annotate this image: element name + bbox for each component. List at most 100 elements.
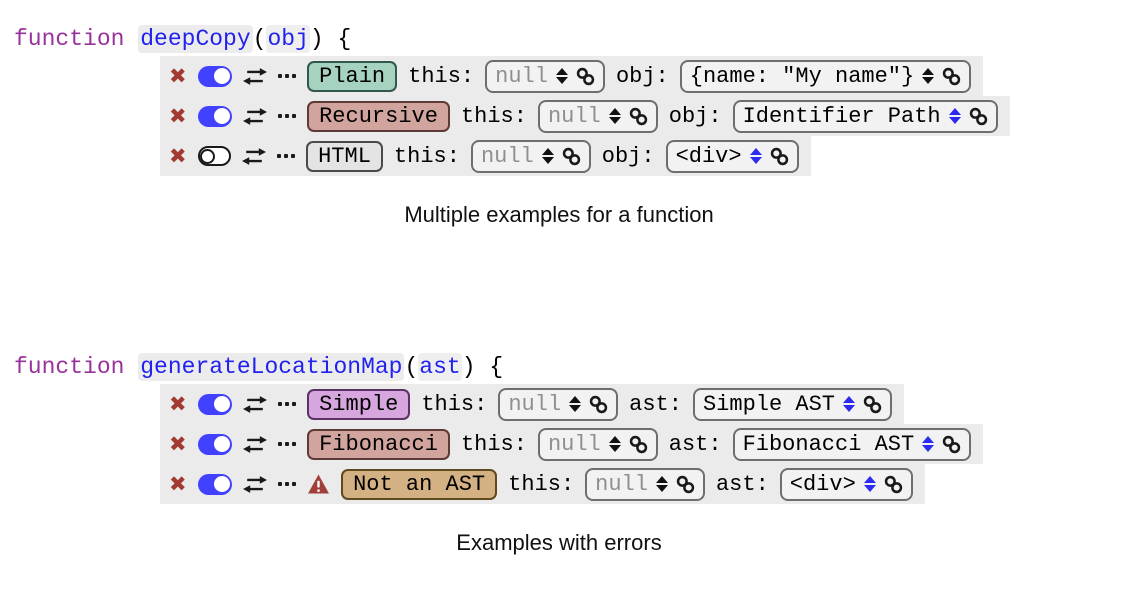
function-example-block: function deepCopy(obj) { ✖ Plain this: n… bbox=[14, 24, 1147, 228]
toggle-example-switch[interactable] bbox=[197, 473, 232, 495]
argument-value-box[interactable]: {name: "My name"} bbox=[679, 59, 972, 93]
example-name-badge[interactable]: Plain bbox=[307, 60, 398, 92]
param-name[interactable]: obj bbox=[266, 25, 310, 53]
paren-open: ( bbox=[252, 26, 267, 52]
delete-example-icon[interactable]: ✖ bbox=[169, 431, 187, 456]
this-value-box[interactable]: null bbox=[498, 387, 619, 421]
more-options-icon[interactable] bbox=[277, 73, 297, 79]
more-options-icon[interactable] bbox=[277, 113, 297, 119]
chain-link-icon[interactable] bbox=[942, 435, 961, 454]
argument-label: ast: bbox=[668, 431, 722, 457]
toggle-knob bbox=[213, 476, 230, 492]
stepper-icon[interactable] bbox=[922, 67, 935, 85]
this-label: this: bbox=[460, 431, 527, 457]
argument-value-box[interactable]: Simple AST bbox=[692, 387, 892, 421]
function-name[interactable]: deepCopy bbox=[138, 25, 253, 53]
chain-link-icon[interactable] bbox=[676, 475, 695, 494]
swap-arrows-icon[interactable] bbox=[242, 475, 267, 493]
argument-value: {name: "My name"} bbox=[689, 63, 915, 89]
this-value: null bbox=[480, 143, 534, 169]
chain-link-icon[interactable] bbox=[576, 67, 595, 86]
delete-example-icon[interactable]: ✖ bbox=[169, 391, 187, 416]
toggle-example-switch[interactable] bbox=[197, 105, 232, 127]
chain-link-icon[interactable] bbox=[770, 147, 789, 166]
this-value: null bbox=[547, 431, 601, 457]
stepper-icon[interactable] bbox=[655, 475, 668, 493]
example-rows: ✖ Plain this: null obj: {name: "My name"… bbox=[160, 56, 1147, 176]
this-value: null bbox=[595, 471, 648, 497]
this-value-box[interactable]: null bbox=[537, 99, 658, 133]
delete-example-icon[interactable]: ✖ bbox=[169, 103, 187, 128]
this-value-box[interactable]: null bbox=[537, 427, 658, 461]
argument-label: obj: bbox=[601, 143, 655, 169]
editor-canvas: function deepCopy(obj) { ✖ Plain this: n… bbox=[14, 24, 1147, 556]
example-row: ✖ Recursive this: null obj: Identifier P… bbox=[160, 96, 1010, 136]
argument-value-box[interactable]: <div> bbox=[665, 139, 799, 173]
argument-value: Simple AST bbox=[702, 391, 835, 417]
this-value-box[interactable]: null bbox=[485, 59, 605, 93]
more-options-icon[interactable] bbox=[277, 401, 297, 407]
toggle-example-switch[interactable] bbox=[197, 65, 232, 87]
example-name-badge[interactable]: HTML bbox=[306, 140, 383, 172]
delete-example-icon[interactable]: ✖ bbox=[169, 471, 187, 496]
chain-link-icon[interactable] bbox=[863, 395, 882, 414]
toggle-example-switch[interactable] bbox=[197, 393, 232, 415]
stepper-icon[interactable] bbox=[749, 147, 762, 165]
swap-arrows-icon[interactable] bbox=[242, 395, 267, 413]
param-name[interactable]: ast bbox=[418, 353, 462, 381]
argument-value-box[interactable]: Fibonacci AST bbox=[732, 427, 972, 461]
toggle-knob bbox=[213, 396, 230, 412]
stepper-icon[interactable] bbox=[948, 107, 961, 125]
example-name-badge[interactable]: Not an AST bbox=[341, 468, 498, 500]
stepper-icon[interactable] bbox=[922, 435, 935, 453]
stepper-icon[interactable] bbox=[863, 475, 876, 493]
toggle-knob bbox=[213, 108, 230, 124]
this-label: this: bbox=[508, 471, 575, 497]
stepper-icon[interactable] bbox=[608, 107, 621, 125]
stepper-icon[interactable] bbox=[608, 435, 621, 453]
toggle-knob bbox=[200, 148, 216, 164]
error-warning-icon[interactable] bbox=[307, 474, 330, 494]
toggle-example-switch[interactable] bbox=[197, 146, 231, 166]
chain-link-icon[interactable] bbox=[884, 475, 903, 494]
function-example-block: function generateLocationMap(ast) { ✖ Si… bbox=[14, 352, 1147, 556]
swap-arrows-icon[interactable] bbox=[242, 435, 267, 453]
function-name[interactable]: generateLocationMap bbox=[138, 353, 405, 381]
this-value: null bbox=[508, 391, 562, 417]
argument-value-box[interactable]: Identifier Path bbox=[732, 99, 998, 133]
stepper-icon[interactable] bbox=[843, 395, 855, 413]
argument-value: <div> bbox=[789, 471, 856, 497]
chain-link-icon[interactable] bbox=[942, 67, 961, 86]
swap-arrows-icon[interactable] bbox=[242, 67, 267, 85]
delete-example-icon[interactable]: ✖ bbox=[169, 143, 187, 168]
example-name-badge[interactable]: Simple bbox=[307, 388, 411, 420]
chain-link-icon[interactable] bbox=[969, 107, 988, 126]
stepper-icon[interactable] bbox=[569, 395, 582, 413]
example-name-badge[interactable]: Fibonacci bbox=[307, 428, 450, 460]
this-value-box[interactable]: null bbox=[470, 139, 591, 173]
stepper-icon[interactable] bbox=[555, 67, 568, 85]
example-rows: ✖ Simple this: null ast: Simple AST ✖ Fi… bbox=[160, 384, 1147, 504]
chain-link-icon[interactable] bbox=[562, 147, 581, 166]
more-options-icon[interactable] bbox=[277, 441, 297, 447]
this-label: this: bbox=[421, 391, 488, 417]
argument-value: <div> bbox=[675, 143, 742, 169]
more-options-icon[interactable] bbox=[277, 481, 297, 487]
argument-value-box[interactable]: <div> bbox=[779, 467, 913, 501]
stepper-icon[interactable] bbox=[541, 147, 554, 165]
example-name-badge[interactable]: Recursive bbox=[307, 100, 450, 132]
chain-link-icon[interactable] bbox=[589, 395, 608, 414]
swap-arrows-icon[interactable] bbox=[242, 107, 267, 125]
swap-arrows-icon[interactable] bbox=[241, 147, 266, 165]
keyword-function: function bbox=[14, 354, 125, 380]
chain-link-icon[interactable] bbox=[629, 435, 648, 454]
delete-example-icon[interactable]: ✖ bbox=[169, 63, 187, 88]
chain-link-icon[interactable] bbox=[629, 107, 648, 126]
this-label: this: bbox=[393, 143, 460, 169]
this-value: null bbox=[495, 63, 548, 89]
more-options-icon[interactable] bbox=[276, 153, 296, 159]
example-row: ✖ Not an AST this: null ast: <div> bbox=[160, 464, 925, 504]
toggle-knob bbox=[213, 68, 230, 84]
toggle-example-switch[interactable] bbox=[197, 433, 232, 455]
this-value-box[interactable]: null bbox=[585, 467, 705, 501]
